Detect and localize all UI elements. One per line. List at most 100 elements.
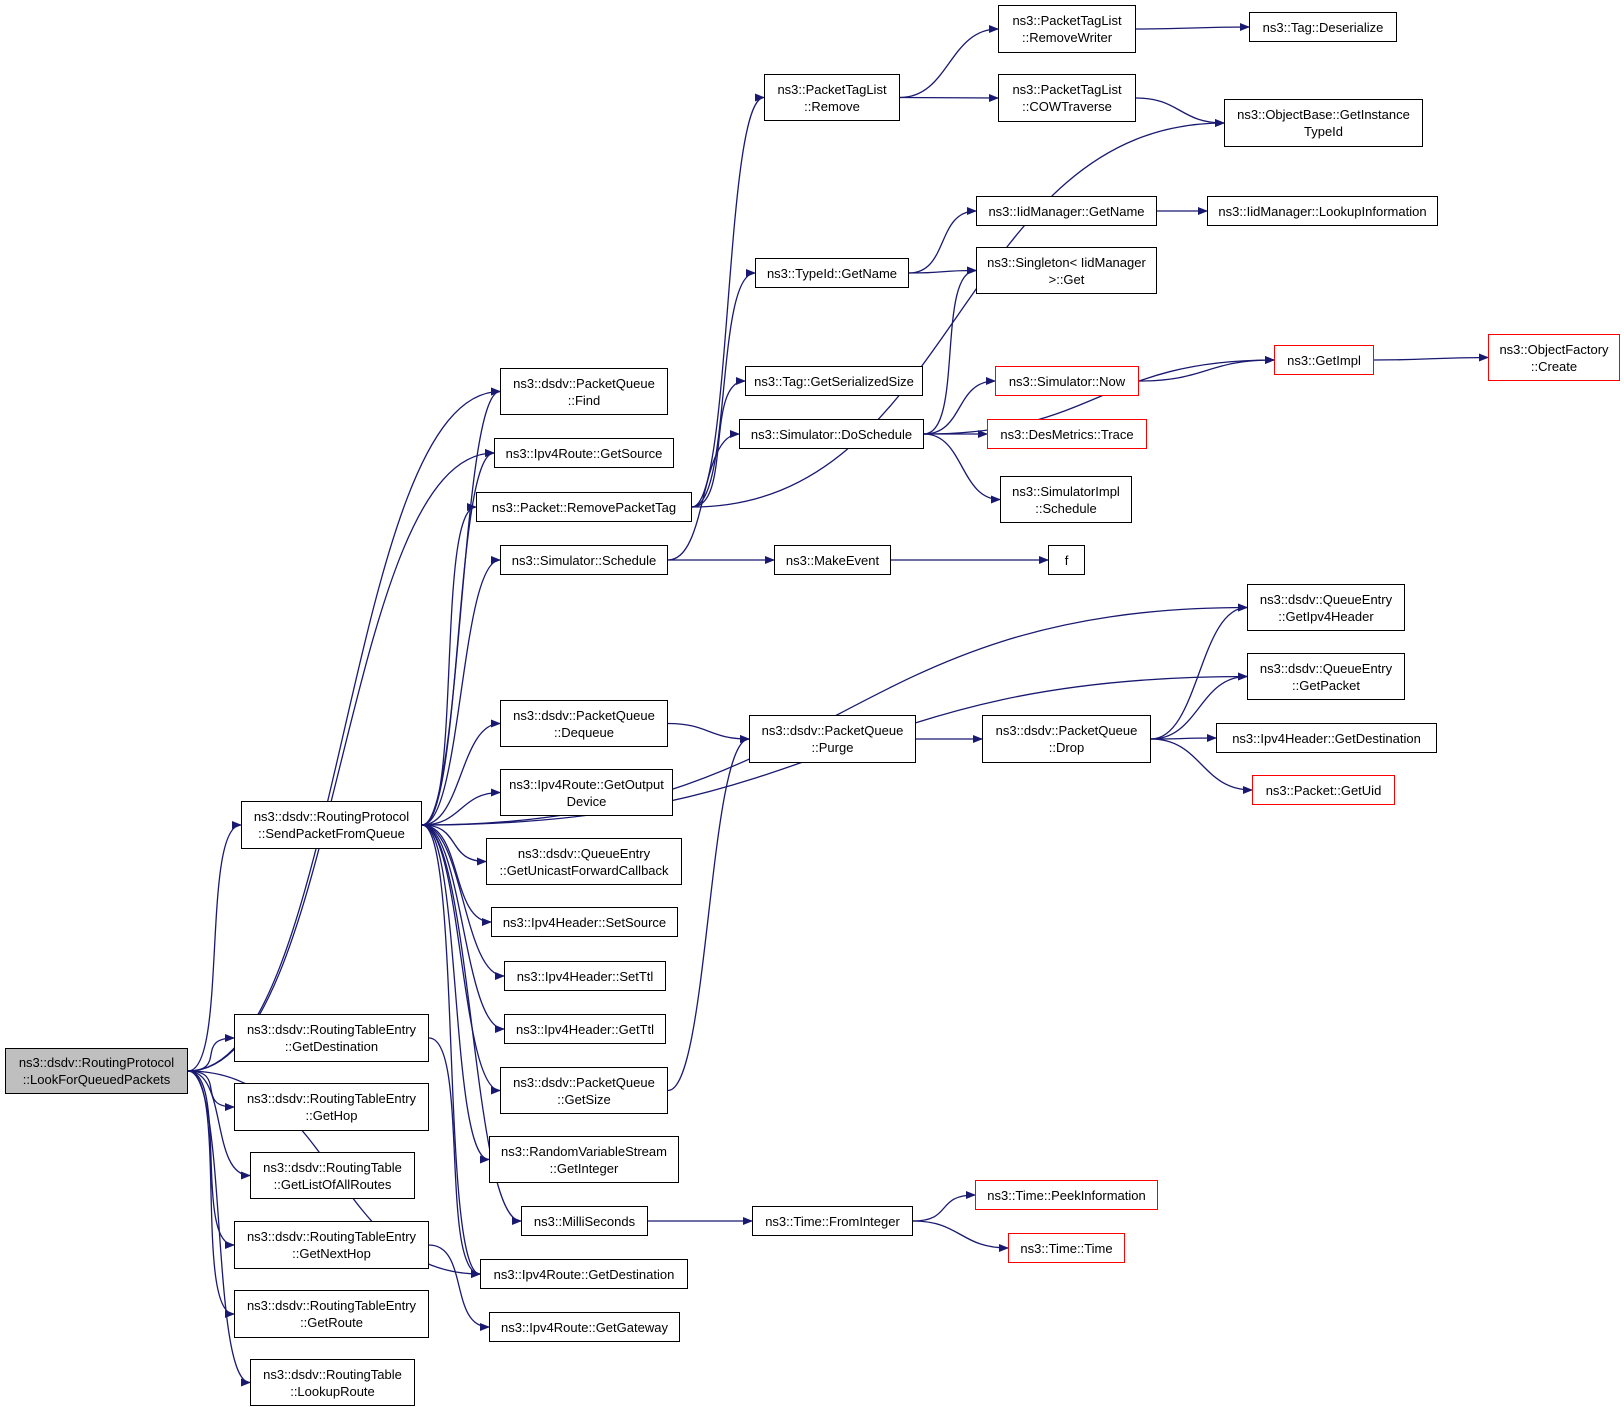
- node-makeevent[interactable]: ns3::MakeEvent: [774, 545, 891, 575]
- edge-ptl-remove-to-ptl-removewriter: [899, 25, 999, 99]
- node-label-line: ns3::dsdv::PacketQueue: [761, 723, 904, 738]
- node-label-line: ns3::Ipv4Header::GetDestination: [1232, 730, 1421, 746]
- node-label-line: ns3::Packet::RemovePacketTag: [491, 499, 677, 515]
- node-rte-gethop[interactable]: ns3::dsdv::RoutingTableEntry::GetHop: [234, 1083, 429, 1131]
- node-label-line: ns3::dsdv::PacketQueue: [995, 723, 1138, 738]
- node-label-line: ::GetRoute: [300, 1315, 363, 1330]
- node-tag-deserialize[interactable]: ns3::Tag::Deserialize: [1249, 12, 1397, 42]
- node-pkt-removetag[interactable]: ns3::Packet::RemovePacketTag: [476, 492, 692, 522]
- node-sim-now[interactable]: ns3::Simulator::Now: [995, 366, 1139, 396]
- node-label-line: ::GetDestination: [284, 1039, 379, 1054]
- node-ipv4r-getdest[interactable]: ns3::Ipv4Route::GetDestination: [480, 1259, 688, 1289]
- node-desmetrics-trace[interactable]: ns3::DesMetrics::Trace: [987, 419, 1147, 449]
- edge-sendpkt-to-ipv4h-setttl: [421, 824, 505, 980]
- node-label-line: ns3::dsdv::RoutingTable: [263, 1366, 402, 1382]
- node-label-line: ::GetHop: [305, 1108, 358, 1123]
- node-label-line: ns3::Ipv4Route::GetSource: [505, 445, 663, 461]
- edge-rte-getdest-to-ipv4r-getdest: [428, 1037, 481, 1278]
- node-rt-lookup[interactable]: ns3::dsdv::RoutingTable::LookupRoute: [250, 1359, 415, 1406]
- node-label-line: ns3::dsdv::PacketQueue: [513, 375, 655, 391]
- node-ipv4h-setttl[interactable]: ns3::Ipv4Header::SetTtl: [504, 961, 666, 991]
- node-ptl-cowtraverse[interactable]: ns3::PacketTagList::COWTraverse: [998, 74, 1136, 122]
- node-ptl-removewriter[interactable]: ns3::PacketTagList::RemoveWriter: [998, 5, 1136, 53]
- node-sendpkt[interactable]: ns3::dsdv::RoutingProtocol::SendPacketFr…: [241, 801, 422, 849]
- node-pq-drop[interactable]: ns3::dsdv::PacketQueue::Drop: [982, 715, 1151, 763]
- node-pkt-getuid[interactable]: ns3::Packet::GetUid: [1252, 775, 1395, 805]
- edge-ptl-cowtraverse-to-objbase-getinst: [1135, 97, 1225, 127]
- node-label-line: ns3::dsdv::RoutingTableEntry: [246, 1229, 417, 1244]
- node-qe-getipv4h[interactable]: ns3::dsdv::QueueEntry::GetIpv4Header: [1247, 584, 1405, 631]
- node-objfactory-create[interactable]: ns3::ObjectFactory::Create: [1488, 334, 1620, 381]
- node-simimpl-schedule[interactable]: ns3::SimulatorImpl::Schedule: [1000, 476, 1132, 523]
- node-time-time[interactable]: ns3::Time::Time: [1008, 1233, 1125, 1263]
- edge-sendpkt-to-ipv4h-getttl: [421, 824, 505, 1033]
- edge-root-to-rt-getlist: [187, 1070, 251, 1180]
- node-time-fromint[interactable]: ns3::Time::FromInteger: [752, 1206, 913, 1236]
- edge-getimpl-to-objfactory-create: [1373, 353, 1489, 362]
- node-label-line: ::LookForQueuedPackets: [22, 1072, 171, 1087]
- node-label-line: ns3::ObjectFactory: [1499, 341, 1609, 357]
- edge-sendpkt-to-ipv4h-setsource: [421, 824, 492, 926]
- edge-pq-drop-to-qe-getpacket: [1150, 672, 1248, 740]
- node-pq-find[interactable]: ns3::dsdv::PacketQueue::Find: [500, 368, 668, 415]
- node-label-line: ::GetSize: [557, 1091, 611, 1107]
- node-qe-getucb[interactable]: ns3::dsdv::QueueEntry::GetUnicastForward…: [486, 838, 682, 885]
- node-iidm-getname[interactable]: ns3::IidManager::GetName: [976, 196, 1157, 226]
- node-label-line: ::LookupRoute: [290, 1383, 375, 1399]
- node-ipv4h-setsource[interactable]: ns3::Ipv4Header::SetSource: [491, 907, 678, 937]
- node-label-line: ::GetUnicastForwardCallback: [499, 862, 669, 878]
- node-label-line: ::GetListOfAllRoutes: [273, 1176, 392, 1192]
- node-label-line: f: [1064, 552, 1069, 568]
- node-label-line: ns3::TypeId::GetName: [766, 265, 898, 281]
- node-root[interactable]: ns3::dsdv::RoutingProtocol::LookForQueue…: [5, 1048, 188, 1094]
- node-qe-getpacket[interactable]: ns3::dsdv::QueueEntry::GetPacket: [1247, 653, 1405, 700]
- node-rte-getnexthop[interactable]: ns3::dsdv::RoutingTableEntry::GetNextHop: [234, 1221, 429, 1269]
- node-milliseconds[interactable]: ns3::MilliSeconds: [521, 1206, 648, 1236]
- node-pq-getsize[interactable]: ns3::dsdv::PacketQueue::GetSize: [500, 1067, 668, 1114]
- node-f[interactable]: f: [1048, 545, 1085, 575]
- edge-pkt-removetag-to-typeid-getname: [691, 269, 756, 508]
- node-label-line: ::Find: [567, 392, 601, 408]
- node-sim-doschedule[interactable]: ns3::Simulator::DoSchedule: [739, 419, 924, 449]
- node-rt-getlist[interactable]: ns3::dsdv::RoutingTable::GetListOfAllRou…: [250, 1152, 415, 1199]
- node-ipv4h-getdest[interactable]: ns3::Ipv4Header::GetDestination: [1216, 723, 1437, 753]
- node-label-line: ns3::Tag::GetSerializedSize: [754, 373, 914, 389]
- node-time-peekinfo[interactable]: ns3::Time::PeekInformation: [975, 1180, 1158, 1210]
- node-pq-dequeue[interactable]: ns3::dsdv::PacketQueue::Dequeue: [500, 700, 668, 747]
- node-rvs-getint[interactable]: ns3::RandomVariableStream::GetInteger: [489, 1136, 679, 1183]
- node-getimpl[interactable]: ns3::GetImpl: [1274, 345, 1374, 375]
- node-label-line: ns3::Time::PeekInformation: [987, 1187, 1146, 1203]
- node-ipv4r-getsource[interactable]: ns3::Ipv4Route::GetSource: [494, 438, 674, 468]
- node-ipv4h-getttl[interactable]: ns3::Ipv4Header::GetTtl: [504, 1014, 666, 1044]
- edge-pq-dequeue-to-pq-purge: [667, 722, 750, 743]
- node-label-line: ::Remove: [804, 98, 860, 114]
- node-label-line: ::GetPacket: [1292, 677, 1360, 693]
- node-label-line: ns3::MilliSeconds: [533, 1213, 636, 1229]
- node-label-line: ns3::GetImpl: [1287, 352, 1361, 368]
- node-singleton-get[interactable]: ns3::Singleton< IidManager>::Get: [976, 247, 1157, 294]
- edge-pkt-removetag-to-tag-getsersize: [691, 377, 746, 508]
- edge-sendpkt-to-rvs-getint: [421, 824, 490, 1164]
- edge-sendpkt-to-ipv4r-getoutput: [421, 788, 501, 826]
- node-rte-getdest[interactable]: ns3::dsdv::RoutingTableEntry::GetDestina…: [234, 1014, 429, 1062]
- node-label-line: ns3::dsdv::RoutingProtocol: [253, 809, 410, 824]
- node-pq-purge[interactable]: ns3::dsdv::PacketQueue::Purge: [749, 715, 916, 763]
- node-label-line: ::COWTraverse: [1022, 99, 1112, 114]
- node-ipv4r-getgw[interactable]: ns3::Ipv4Route::GetGateway: [489, 1312, 680, 1342]
- node-rte-getroute[interactable]: ns3::dsdv::RoutingTableEntry::GetRoute: [234, 1290, 429, 1338]
- node-label-line: ns3::RandomVariableStream: [501, 1143, 667, 1159]
- node-label-line: ns3::IidManager::LookupInformation: [1218, 203, 1427, 219]
- node-ptl-remove[interactable]: ns3::PacketTagList::Remove: [764, 74, 900, 121]
- node-label-line: ns3::Packet::GetUid: [1265, 782, 1382, 798]
- node-sim-schedule[interactable]: ns3::Simulator::Schedule: [500, 545, 668, 575]
- edge-ptl-removewriter-to-tag-deserialize: [1135, 23, 1250, 32]
- edge-sim-now-to-getimpl: [1138, 356, 1275, 382]
- node-label-line: ns3::Time::Time: [1020, 1240, 1113, 1256]
- node-label-line: ns3::PacketTagList: [1012, 82, 1122, 97]
- node-typeid-getname[interactable]: ns3::TypeId::GetName: [755, 258, 909, 288]
- node-label-line: ns3::dsdv::QueueEntry: [1259, 660, 1393, 676]
- node-iidm-lookupinfo[interactable]: ns3::IidManager::LookupInformation: [1207, 196, 1438, 226]
- node-tag-getsersize[interactable]: ns3::Tag::GetSerializedSize: [745, 366, 923, 396]
